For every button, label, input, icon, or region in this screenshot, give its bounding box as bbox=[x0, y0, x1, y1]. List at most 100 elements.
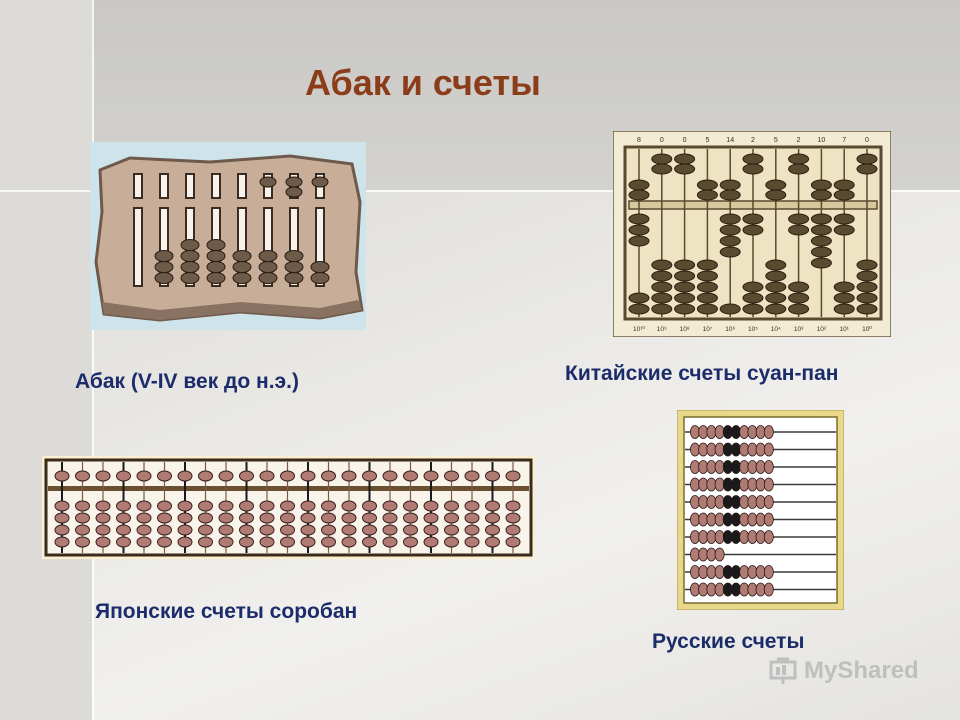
chinese-digit-label: 8 bbox=[637, 137, 641, 144]
soroban-bead-lower bbox=[177, 524, 193, 536]
soroban-bead-lower bbox=[54, 524, 70, 536]
soroban-bead-upper bbox=[259, 470, 275, 482]
chinese-bead-lower bbox=[742, 303, 764, 315]
soroban-bead-lower bbox=[116, 512, 131, 524]
soroban-bead-lower bbox=[95, 512, 111, 524]
abacus-pebble bbox=[284, 261, 304, 273]
background-divider-vertical bbox=[92, 0, 94, 720]
chinese-bead-lower bbox=[765, 281, 787, 293]
soroban-bead-upper bbox=[505, 470, 521, 482]
abacus-slot-upper bbox=[159, 173, 169, 199]
soroban-bead-lower bbox=[177, 536, 193, 548]
soroban-bead-upper bbox=[198, 470, 213, 482]
soroban-bead-lower bbox=[423, 500, 439, 512]
chinese-bead-lower bbox=[788, 224, 810, 236]
abacus-pebble bbox=[310, 261, 330, 273]
soroban-bead-lower bbox=[136, 512, 152, 524]
abacus-pebble bbox=[154, 250, 174, 262]
chinese-bead-lower bbox=[856, 259, 878, 271]
soroban-bead-lower bbox=[177, 512, 193, 524]
abacus-slot-lower bbox=[159, 207, 169, 287]
abacus-pebble bbox=[206, 250, 226, 262]
abacus-pebble bbox=[232, 250, 252, 262]
chinese-bead-lower bbox=[719, 303, 741, 315]
chinese-power-label: 10³ bbox=[794, 326, 804, 333]
soroban-bead-lower bbox=[382, 536, 398, 548]
chinese-bead-lower bbox=[651, 259, 673, 271]
abacus-slot-lower bbox=[133, 207, 143, 287]
abacus-pebble bbox=[259, 176, 277, 188]
soroban-bead-lower bbox=[54, 536, 70, 548]
chinese-bead-upper bbox=[742, 153, 764, 165]
chinese-digit-label: 2 bbox=[797, 137, 801, 144]
abacus-slot-upper bbox=[133, 173, 143, 199]
chinese-digit-label: 2 bbox=[751, 137, 755, 144]
schoty-bead bbox=[763, 582, 774, 597]
chinese-bead-lower bbox=[742, 213, 764, 225]
chinese-bead-lower bbox=[674, 292, 696, 304]
soroban-bead-lower bbox=[300, 512, 316, 524]
caption-russian: Русские счеты bbox=[652, 630, 805, 653]
schoty-bead bbox=[763, 530, 774, 544]
chinese-bead-lower bbox=[788, 213, 810, 225]
abacus-pebble bbox=[284, 272, 304, 284]
soroban-bead-lower bbox=[136, 500, 152, 512]
chinese-bead-lower bbox=[674, 303, 696, 315]
abacus-pebble bbox=[232, 261, 252, 273]
soroban-bead-lower bbox=[239, 500, 254, 512]
abacus-pebble bbox=[180, 250, 200, 262]
schoty-bead bbox=[763, 425, 774, 439]
chinese-bead-lower bbox=[810, 213, 832, 225]
abacus-pebble bbox=[154, 272, 174, 284]
soroban-bead-lower bbox=[485, 500, 500, 512]
chinese-bead-lower bbox=[674, 281, 696, 293]
chinese-bead-upper bbox=[856, 153, 878, 165]
abacus-pebble bbox=[310, 272, 330, 284]
soroban-bead-lower bbox=[116, 536, 131, 548]
soroban-bead-lower bbox=[95, 524, 111, 536]
chinese-power-label: 10⁶ bbox=[725, 326, 735, 333]
soroban-bead-lower bbox=[362, 536, 377, 548]
soroban-bead-lower bbox=[116, 524, 131, 536]
soroban-bead-lower bbox=[444, 512, 459, 524]
chinese-bead-lower bbox=[674, 270, 696, 282]
soroban-bead-lower bbox=[444, 500, 459, 512]
soroban-bead-lower bbox=[505, 500, 521, 512]
caption-japanese: Японские счеты соробан bbox=[95, 600, 358, 623]
slide-title: Абак и счеты bbox=[305, 62, 541, 103]
soroban-bead-lower bbox=[136, 536, 152, 548]
soroban-bead-lower bbox=[239, 524, 254, 536]
abacus-pebble bbox=[285, 186, 303, 198]
soroban-bead-lower bbox=[485, 512, 500, 524]
soroban-bead-lower bbox=[321, 524, 336, 536]
soroban-bead-upper bbox=[239, 470, 254, 482]
chinese-bead-lower bbox=[810, 257, 832, 269]
soroban-bead-lower bbox=[95, 500, 111, 512]
soroban-bead-lower bbox=[95, 536, 111, 548]
chinese-power-label: 10¹ bbox=[839, 326, 849, 333]
soroban-bead-lower bbox=[464, 524, 480, 536]
chinese-bead-lower bbox=[719, 224, 741, 236]
soroban-bead-lower bbox=[198, 500, 213, 512]
chinese-power-label: 10⁰ bbox=[862, 325, 872, 333]
soroban-bead-lower bbox=[280, 500, 295, 512]
soroban-bead-lower bbox=[403, 536, 418, 548]
chinese-bead-upper bbox=[810, 189, 832, 201]
soroban-bead-lower bbox=[116, 500, 131, 512]
abacus-pebble bbox=[180, 261, 200, 273]
soroban-bead-lower bbox=[54, 500, 70, 512]
soroban-bead-lower bbox=[300, 524, 316, 536]
abacus-pebble bbox=[258, 272, 278, 284]
chinese-bead-lower bbox=[674, 259, 696, 271]
chinese-bead-lower bbox=[788, 292, 810, 304]
chinese-bead-lower bbox=[810, 224, 832, 236]
soroban-bead-lower bbox=[300, 536, 316, 548]
soroban-bead-lower bbox=[177, 500, 193, 512]
abacus-slot-upper bbox=[211, 173, 221, 199]
chinese-bead-upper bbox=[833, 179, 855, 191]
soroban-bead-upper bbox=[423, 470, 439, 482]
schoty-bead bbox=[763, 565, 774, 579]
soroban-bead-lower bbox=[485, 536, 500, 548]
